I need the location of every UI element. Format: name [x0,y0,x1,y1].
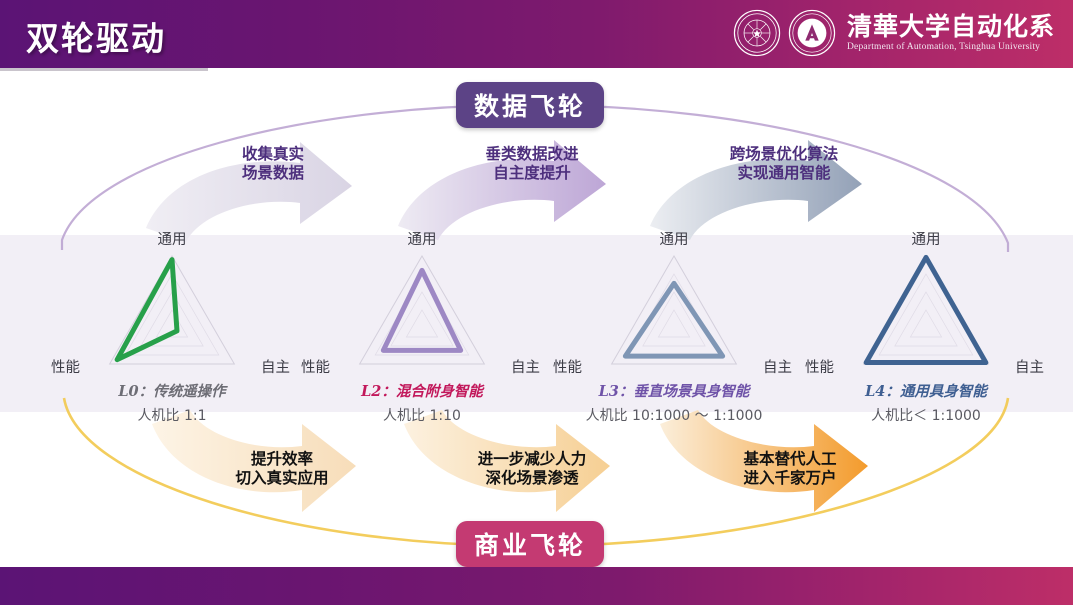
top-arrow-caption-1: 收集真实 场景数据 [241,144,304,183]
stage-l2[interactable]: 通用 性能 自主 L2：混合附身智能 人机比 1:10 [296,228,548,424]
stage-level-label: L4：通用具身智能 [865,383,987,400]
radar-grid-ring [642,291,706,347]
bottom-arrow-caption-1: 提升效率 切入真实应用 [235,449,329,488]
bottom-arrow-caption-3: 基本替代人工 进入千家万户 [743,449,837,488]
page-title: 双轮驱动 [26,19,166,58]
radar-series-polygon [622,280,726,359]
bottom-arrow-caption-2: 进一步减少人力 深化场景渗透 [477,449,587,488]
data-flywheel-badge[interactable]: 数据飞轮 [456,82,604,128]
radar-chart [862,254,990,366]
radar-axis-left: 性能 [805,360,834,376]
radar-axis-right: 自主 [1015,360,1044,376]
stage-l0[interactable]: 通用 性能 自主 L0：传统遥操作 人机比 1:1 [46,228,298,424]
radar-grid-ring [108,255,236,365]
radar-chart [358,255,486,365]
radar-axis-right: 自主 [763,360,792,376]
radar-axis-left: 性能 [51,360,80,376]
radar-grid-ring [405,309,439,338]
radar-series-polygon [380,267,464,353]
radar-axis-top: 通用 [659,232,689,248]
radar-axis-right: 自主 [511,360,540,376]
logo-chinese-name: 清華大学自动化系 [846,11,1055,41]
radar-grid-ring [155,309,189,338]
radar-axis-left: 性能 [301,360,330,376]
business-flywheel-badge[interactable]: 商业飞轮 [456,521,604,567]
radar-grid-ring [390,291,454,347]
radar-series-polygon [114,257,180,363]
stage-level-label: L2：混合附身智能 [361,383,483,400]
stage-ratio-label: 人机比 1:1 [137,408,207,424]
radar-grid-ring [140,291,204,347]
radar-grid-ring [610,255,738,365]
radar-grid-ring [894,291,958,347]
radar-grid-ring [124,273,220,356]
stage-level-label: L3：垂直场景具身智能 [598,383,750,400]
stage-ratio-label: 人机比 10:1000 ～ 1:1000 [585,408,763,424]
stage-ratio-label: 人机比＜ 1:1000 [871,408,981,424]
radar-axis-top: 通用 [911,232,941,248]
top-arrow-caption-3: 跨场景优化算法 实现通用智能 [729,144,839,183]
tsinghua-university-seal-icon [733,9,781,57]
automation-department-seal-icon [788,9,836,57]
title-underline [0,68,208,71]
header-bar [0,0,1073,68]
radar-grid-ring [878,273,974,356]
radar-axis-top: 通用 [157,232,187,248]
radar-grid-ring [909,309,943,338]
radar-series-polygon [863,254,989,366]
radar-chart [108,255,236,365]
radar-grid-ring [657,309,691,338]
radar-axis-top: 通用 [407,232,437,248]
university-logo: 清華大学自动化系 Department of Automation, Tsing… [733,9,1055,57]
footer-bar [0,567,1073,605]
radar-grid-ring [358,255,486,365]
stage-l3[interactable]: 通用 性能 自主 L3：垂直场景具身智能 人机比 10:1000 ～ 1:100… [548,228,800,424]
logo-english-name: Department of Automation, Tsinghua Unive… [846,42,1041,53]
top-arrow-caption-2: 垂类数据改进 自主度提升 [485,144,579,183]
stage-level-label: L0：传统遥操作 [118,383,226,400]
radar-axis-left: 性能 [553,360,582,376]
stage-l4[interactable]: 通用 性能 自主 L4：通用具身智能 人机比＜ 1:1000 [800,228,1052,424]
stage-ratio-label: 人机比 1:10 [383,408,461,424]
radar-axis-right: 自主 [261,360,290,376]
radar-chart [610,255,738,365]
